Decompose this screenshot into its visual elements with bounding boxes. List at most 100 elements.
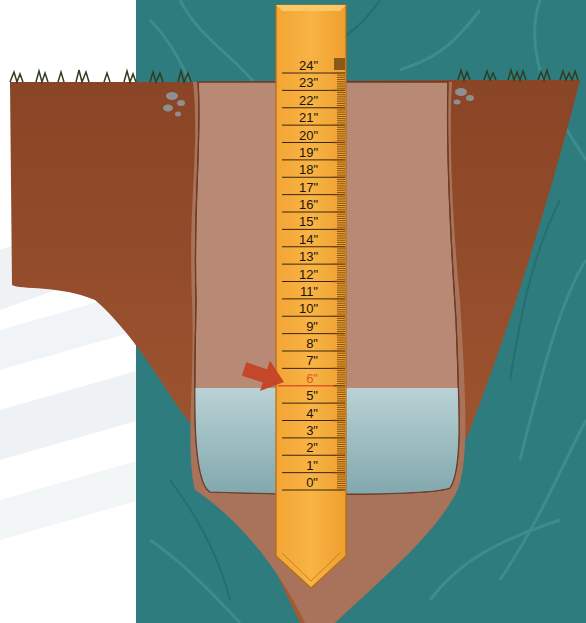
tick-mark [337, 348, 345, 349]
tick-mark [337, 409, 345, 410]
tick-mark [337, 122, 345, 123]
tick-mark [337, 446, 345, 447]
tick-mark [337, 327, 345, 328]
tick-mark [337, 285, 345, 286]
tick-mark [337, 203, 345, 204]
tick-mark [337, 135, 345, 136]
inch-label: 1" [258, 458, 318, 473]
tick-mark [337, 175, 345, 176]
tick-mark [337, 222, 345, 223]
tick-mark [337, 277, 345, 278]
tick-mark [333, 107, 345, 108]
tick-mark [337, 294, 345, 295]
tick-mark [337, 322, 345, 323]
tick-mark [333, 489, 345, 490]
tick-mark [337, 75, 345, 76]
tick-mark [337, 379, 345, 380]
inch-label: 22" [258, 93, 318, 108]
tick-mark [337, 305, 345, 306]
tick-mark [337, 394, 345, 395]
tick-mark [337, 190, 345, 191]
tick-mark [337, 116, 345, 117]
tick-mark [337, 144, 345, 145]
stick-top-face [276, 5, 346, 11]
inch-label: 10" [258, 301, 318, 316]
tick-mark [333, 333, 345, 334]
tick-mark [333, 368, 345, 369]
tick-mark [337, 274, 345, 275]
tick-mark [333, 281, 345, 282]
tick-mark [337, 209, 345, 210]
tick-mark [337, 83, 345, 84]
tick-mark [337, 468, 345, 469]
tick-mark [337, 476, 345, 477]
tick-mark [337, 272, 345, 273]
tick-mark [337, 470, 345, 471]
tick-mark [337, 164, 345, 165]
tick-mark [337, 183, 345, 184]
tick-mark [333, 298, 345, 299]
tick-mark [337, 320, 345, 321]
tick-mark [337, 220, 345, 221]
tick-mark [337, 192, 345, 193]
inch-label: 12" [258, 267, 318, 282]
tick-mark [333, 455, 345, 456]
tick-mark [337, 390, 345, 391]
tick-mark [337, 450, 345, 451]
stripe [0, 370, 140, 460]
tick-mark [337, 448, 345, 449]
tick-mark [337, 155, 345, 156]
tick-mark [333, 142, 345, 143]
tick-mark [337, 233, 345, 234]
tick-mark [337, 353, 345, 354]
tick-mark [337, 181, 345, 182]
tick-mark [337, 387, 345, 388]
tick-mark [337, 335, 345, 336]
tick-mark [337, 405, 345, 406]
tick-mark [337, 398, 345, 399]
tick-mark [337, 479, 345, 480]
tick-mark [337, 344, 345, 345]
tick-mark [337, 309, 345, 310]
tick-mark [337, 162, 345, 163]
tick-mark [333, 124, 345, 125]
tick-mark [337, 366, 345, 367]
tick-mark [337, 340, 345, 341]
tick-mark [337, 453, 345, 454]
tick-mark [337, 92, 345, 93]
pebble [163, 105, 173, 112]
tick-mark [337, 129, 345, 130]
tick-mark [337, 201, 345, 202]
tick-mark [337, 364, 345, 365]
tick-mark [337, 205, 345, 206]
tick-mark [333, 194, 345, 195]
tick-mark [337, 283, 345, 284]
tick-mark [333, 316, 345, 317]
tick-mark [337, 392, 345, 393]
tick-mark [337, 461, 345, 462]
tick-mark [337, 457, 345, 458]
leaf-stroke [400, 10, 480, 70]
tick-mark [337, 396, 345, 397]
tick-mark [337, 268, 345, 269]
tick-mark [337, 244, 345, 245]
tick-mark [337, 109, 345, 110]
inch-label: 24" [258, 58, 318, 73]
tick-mark [337, 81, 345, 82]
tick-mark [337, 259, 345, 260]
tick-mark [337, 342, 345, 343]
tick-mark [337, 331, 345, 332]
inch-label: 13" [258, 249, 318, 264]
tick-mark [337, 105, 345, 106]
tick-mark [337, 314, 345, 315]
tick-mark [337, 253, 345, 254]
tick-mark [337, 383, 345, 384]
tick-mark [337, 487, 345, 488]
tick-mark [337, 79, 345, 80]
tick-mark [337, 120, 345, 121]
inch-label: 17" [258, 180, 318, 195]
tick-mark [337, 88, 345, 89]
inch-label: 3" [258, 423, 318, 438]
tick-mark [337, 138, 345, 139]
